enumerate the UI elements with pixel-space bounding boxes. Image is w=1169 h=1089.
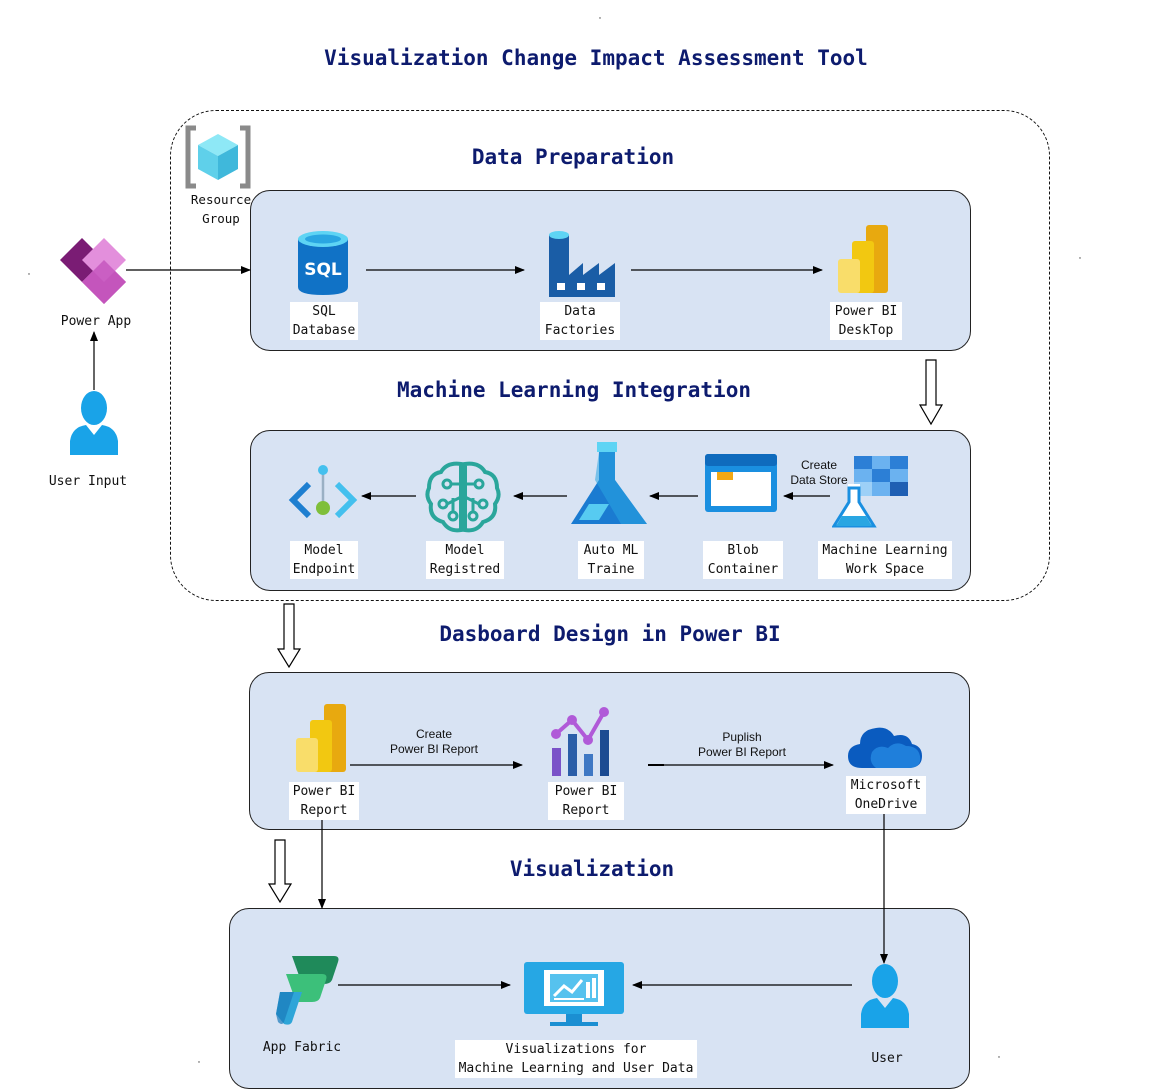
data-factories-label: Data Factories <box>540 302 620 340</box>
user-input-label: User Input <box>48 474 128 489</box>
section-data-preparation: Data Preparation <box>471 145 675 169</box>
ml-workspace-icon <box>832 456 908 528</box>
model-registered-label: Model Registred <box>426 541 504 579</box>
model-registry-icon <box>425 461 501 533</box>
power-bi-icon <box>838 225 888 293</box>
create-report-label: Create Power BI Report <box>389 727 479 756</box>
create-data-store-label: Create Data Store <box>790 458 848 487</box>
model-endpoint-label: Model Endpoint <box>290 541 358 579</box>
svg-text:SQL: SQL <box>304 260 342 280</box>
onedrive-label: Microsoft OneDrive <box>846 776 926 814</box>
sql-database-icon: SQL <box>298 231 348 295</box>
automl-label: Auto ML Traine <box>578 541 644 579</box>
flow-arrow-ml-to-dashboard <box>276 603 302 669</box>
model-endpoint-icon <box>288 465 358 519</box>
onedrive-cloud-icon <box>848 727 922 768</box>
blob-container-icon <box>705 454 777 512</box>
resource-group-label: Resource Group <box>190 192 252 226</box>
power-apps-icon <box>60 238 126 304</box>
page-title: Visualization Change Impact Assessment T… <box>324 46 868 70</box>
automl-flask-icon <box>571 442 647 524</box>
power-app-label: Power App <box>60 314 132 329</box>
section-ml-integration: Machine Learning Integration <box>396 378 751 402</box>
sql-database-label: SQL Database <box>290 302 358 340</box>
power-bi-report-chart-icon <box>551 707 609 776</box>
ml-workspace-label: Machine Learning Work Space <box>818 541 952 579</box>
flow-arrow-dashboard-to-viz <box>267 839 293 904</box>
user-icon <box>861 964 909 1028</box>
power-bi-report-label: Power BI Report <box>289 782 359 820</box>
visualizations-label: Visualizations for Machine Learning and … <box>455 1040 697 1078</box>
power-bi-desktop-label: Power BI DeskTop <box>830 302 902 340</box>
section-visualization: Visualization <box>509 857 675 881</box>
user-label: User <box>871 1051 903 1066</box>
power-bi-icon <box>296 704 346 772</box>
app-fabric-icon <box>276 956 339 1025</box>
blob-container-label: Blob Container <box>703 541 783 579</box>
resource-group-boundary <box>170 110 1050 601</box>
resource-group-icon <box>185 125 251 189</box>
publish-report-label: Puplish Power BI Report <box>697 730 787 759</box>
monitor-chart-icon <box>524 962 624 1026</box>
app-fabric-label: App Fabric <box>262 1040 342 1055</box>
power-bi-report-label: Power BI Report <box>548 782 624 820</box>
flow-arrow-desktop-to-ml <box>918 359 944 426</box>
user-icon <box>70 391 118 455</box>
section-dashboard-design: Dasboard Design in Power BI <box>439 622 781 646</box>
data-factory-icon <box>549 231 615 297</box>
